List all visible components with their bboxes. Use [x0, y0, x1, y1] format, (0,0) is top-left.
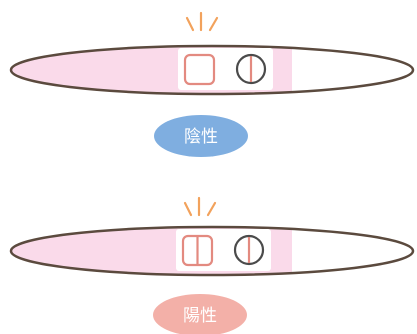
test-window-panel [176, 229, 271, 271]
result-label: 陽性 [183, 306, 217, 326]
test-negative: 陰性 [9, 11, 415, 157]
result-window [181, 234, 214, 267]
result-badge-positive: 陽性 [153, 294, 247, 334]
test-window-panel [178, 48, 273, 90]
control-window [235, 53, 267, 85]
result-badge-negative: 陰性 [154, 115, 248, 157]
control-window [233, 234, 265, 266]
sparkle-icon [183, 196, 217, 217]
test-positive: 陽性 [9, 196, 415, 334]
result-window [183, 53, 216, 86]
sparkle-icon [185, 11, 219, 32]
result-label: 陰性 [184, 127, 218, 147]
